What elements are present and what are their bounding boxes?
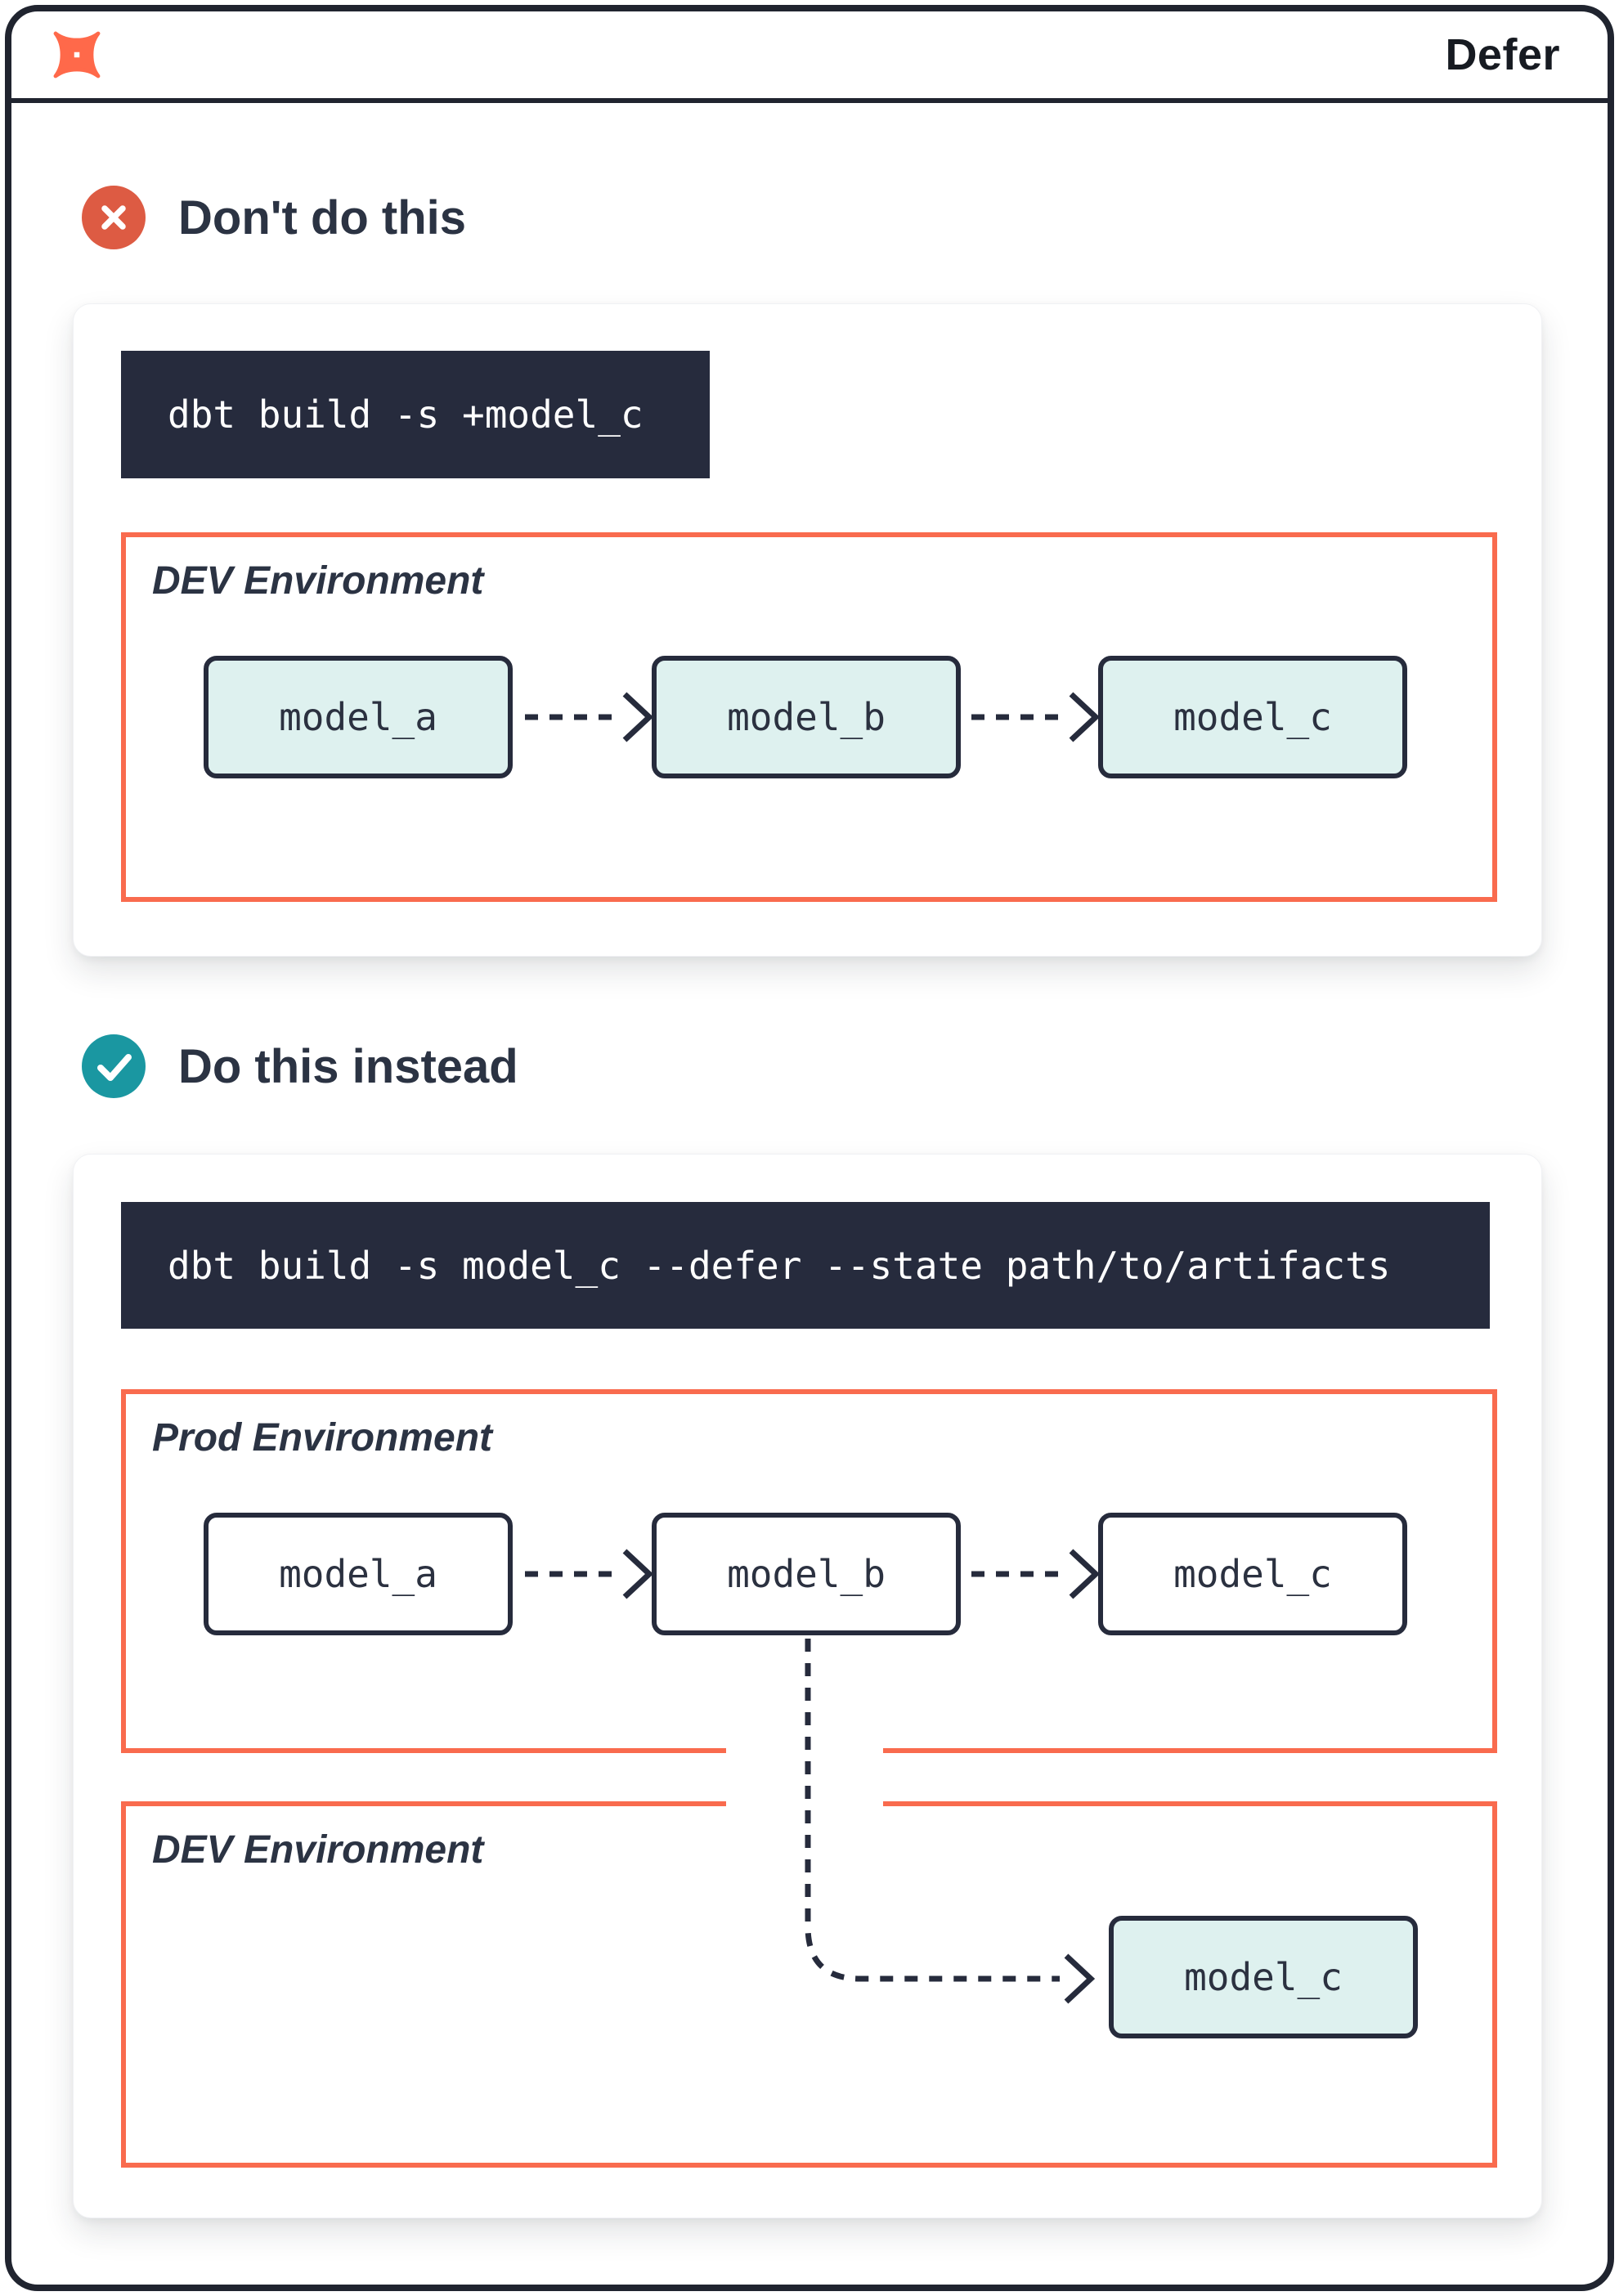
command-block: dbt build -s model_c --defer --state pat…: [121, 1202, 1490, 1329]
model-node: model_c: [1109, 1916, 1418, 2038]
model-node: model_c: [1098, 1513, 1407, 1635]
model-node: model_c: [1098, 656, 1407, 778]
section-heading: Don't do this: [178, 191, 467, 244]
x-circle-icon: [82, 186, 146, 249]
model-node: model_a: [204, 656, 513, 778]
dev-environment-box: DEV Environment: [121, 532, 1497, 902]
model-node: model_b: [652, 1513, 961, 1635]
dont-do-this-heading-row: Don't do this: [82, 186, 466, 249]
model-node: model_a: [204, 1513, 513, 1635]
environment-label: DEV Environment: [152, 559, 484, 603]
top-bar: Defer: [11, 11, 1608, 103]
environment-label: DEV Environment: [152, 1828, 484, 1872]
border-gap: [726, 1795, 883, 1813]
dbt-logo-icon: [53, 31, 101, 78]
do-this-instead-heading-row: Do this instead: [82, 1034, 518, 1098]
check-circle-icon: [82, 1034, 146, 1098]
page-title: Defer: [1445, 30, 1560, 79]
command-block: dbt build -s +model_c: [121, 351, 710, 478]
section-heading: Do this instead: [178, 1039, 518, 1093]
model-node: model_b: [652, 656, 961, 778]
border-gap: [726, 1742, 883, 1760]
environment-label: Prod Environment: [152, 1416, 493, 1460]
